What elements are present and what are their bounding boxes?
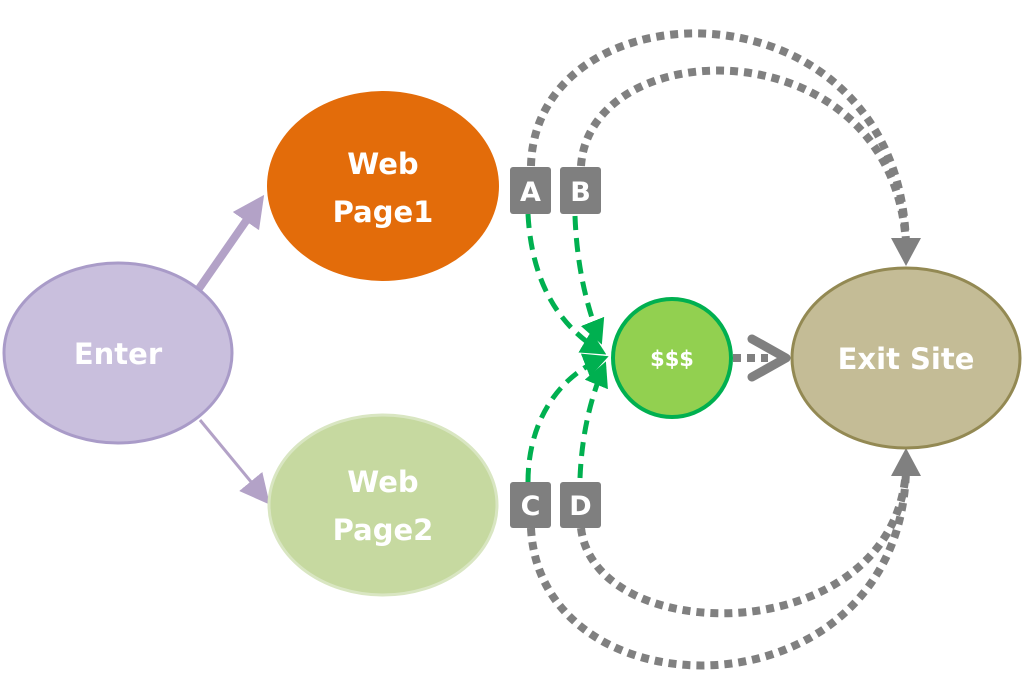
link-box-a: A — [510, 167, 551, 214]
link-box-a-label: A — [520, 177, 541, 208]
path-d-to-conversion — [577, 361, 608, 479]
exit-arrowhead-top — [891, 238, 921, 266]
link-box-d: D — [560, 482, 601, 528]
conversion-exit-arrowhead — [747, 334, 791, 382]
link-box-b: B — [560, 167, 601, 214]
link-box-c: C — [510, 482, 551, 528]
web-page2-node: Web Page2 — [267, 413, 499, 597]
path-b-to-exit — [577, 66, 910, 246]
enter-to-page2-arrow — [198, 419, 270, 505]
path-a-to-exit — [527, 29, 910, 246]
conversion-node: $$$ — [611, 297, 733, 419]
web-page1-label-line2: Page1 — [333, 195, 434, 229]
link-box-b-label: B — [570, 177, 591, 208]
enter-to-page1-arrow — [194, 194, 265, 293]
path-a-to-conversion — [525, 213, 607, 355]
exit-site-node: Exit Site — [790, 266, 1022, 450]
link-box-d-label: D — [569, 491, 591, 522]
path-b-to-conversion — [572, 215, 605, 345]
exit-arrowhead-bottom — [891, 448, 921, 476]
web-page2-label-line2: Page2 — [333, 513, 434, 547]
path-c-to-exit — [527, 469, 910, 670]
path-c-to-conversion — [525, 353, 609, 483]
web-page1-label-line1: Web — [347, 147, 418, 181]
web-page2-label-line1: Web — [347, 465, 418, 499]
enter-label: Enter — [74, 337, 163, 371]
path-d-to-exit — [577, 469, 910, 618]
conversion-label: $$$ — [650, 347, 694, 371]
link-box-c-label: C — [521, 491, 541, 522]
web-page1-node: Web Page1 — [267, 91, 499, 281]
exit-site-label: Exit Site — [838, 342, 975, 376]
enter-node: Enter — [2, 261, 234, 445]
